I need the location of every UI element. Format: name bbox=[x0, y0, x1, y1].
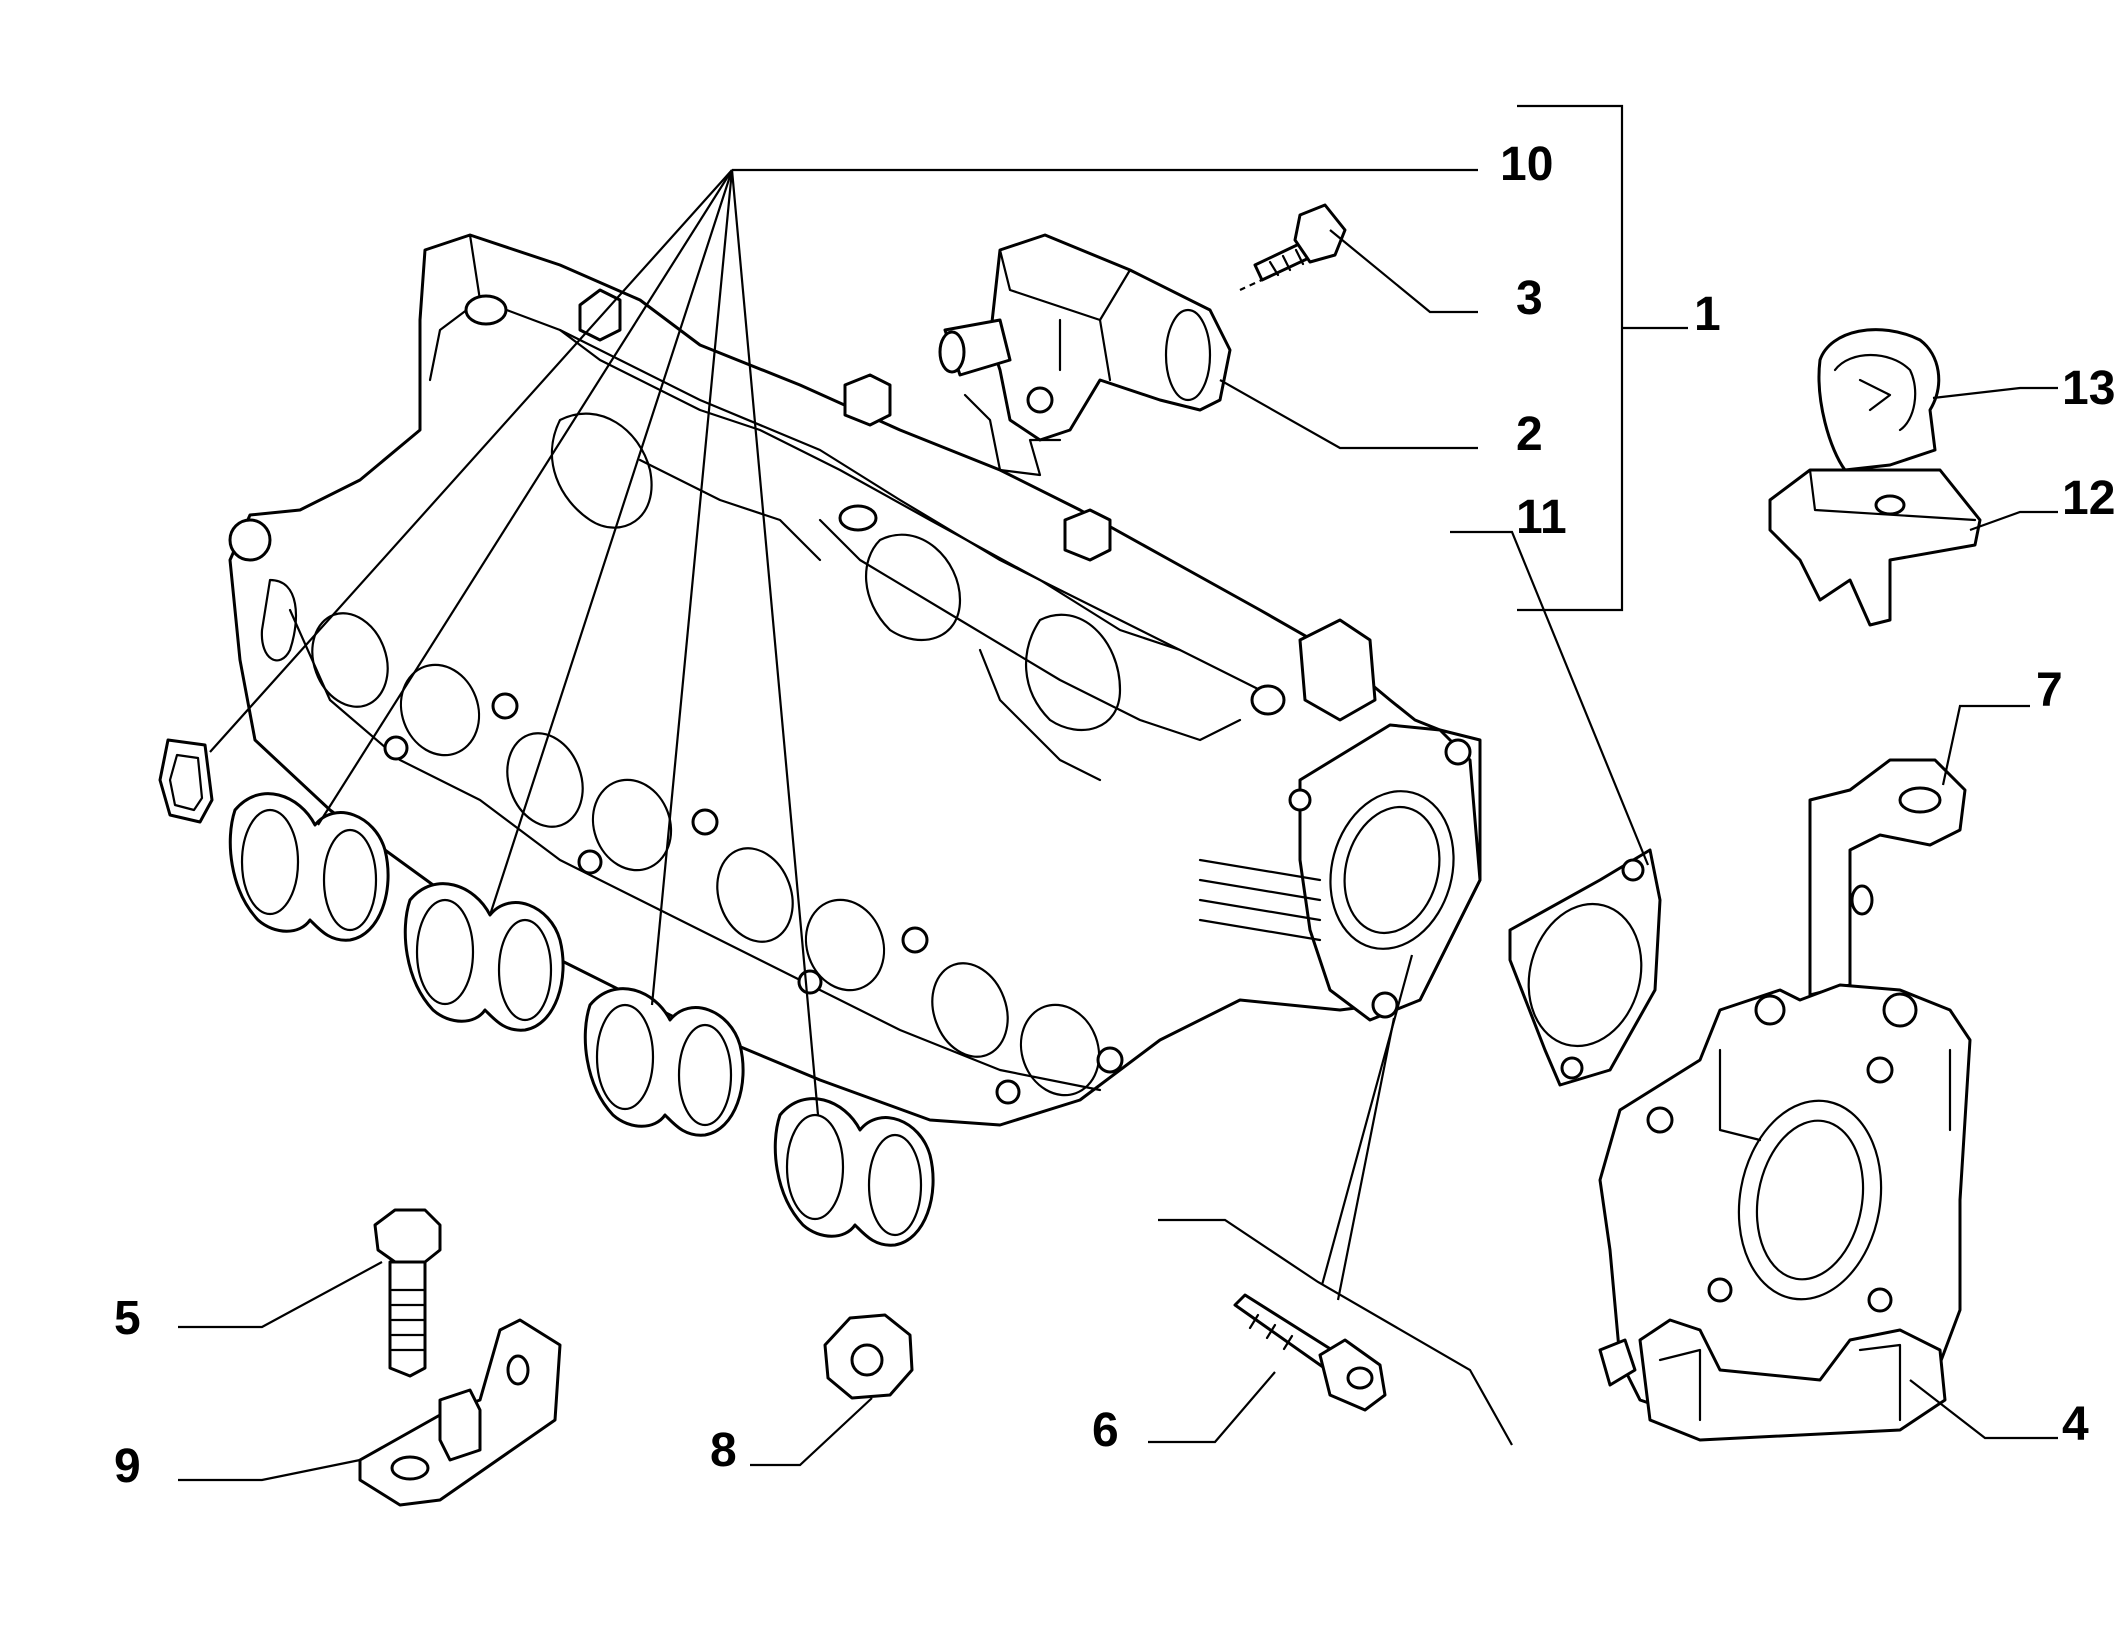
callout-1: 1 bbox=[1694, 288, 1721, 341]
sensor-screw bbox=[1253, 203, 1347, 282]
pressure-sensor bbox=[938, 233, 1232, 442]
callout-2: 2 bbox=[1516, 408, 1543, 461]
port-gasket-pair-2 bbox=[403, 882, 565, 1032]
port-gasket-single bbox=[158, 738, 214, 824]
bracket-7 bbox=[1808, 758, 1967, 997]
leader-lines bbox=[178, 104, 2058, 1482]
throttle-body bbox=[1598, 983, 1972, 1442]
port-gasket-pair-1 bbox=[228, 792, 390, 942]
bolt-5 bbox=[373, 1208, 442, 1378]
bracket-12 bbox=[1768, 468, 1982, 627]
bracket-9 bbox=[358, 1318, 562, 1507]
callout-12: 12 bbox=[2062, 472, 2115, 525]
callout-4: 4 bbox=[2062, 1398, 2089, 1451]
throttle-gasket bbox=[1508, 848, 1662, 1087]
callout-labels: 10 1 3 2 11 13 12 7 4 5 9 8 6 bbox=[114, 138, 2115, 1493]
callout-10: 10 bbox=[1500, 138, 1553, 191]
callout-8: 8 bbox=[710, 1424, 737, 1477]
callout-7: 7 bbox=[2036, 664, 2063, 717]
intake-manifold bbox=[228, 233, 1482, 1127]
port-gasket-pair-4 bbox=[773, 1097, 935, 1247]
callout-6: 6 bbox=[1092, 1404, 1119, 1457]
socket-screw bbox=[1233, 1293, 1387, 1412]
callout-3: 3 bbox=[1516, 272, 1543, 325]
callout-5: 5 bbox=[114, 1292, 141, 1345]
callout-11: 11 bbox=[1516, 491, 1567, 544]
flange-nut bbox=[823, 1313, 914, 1400]
port-gasket-pair-3 bbox=[583, 987, 745, 1137]
callout-9: 9 bbox=[114, 1440, 141, 1493]
callout-13: 13 bbox=[2062, 362, 2115, 415]
clip-13 bbox=[1817, 328, 1941, 472]
